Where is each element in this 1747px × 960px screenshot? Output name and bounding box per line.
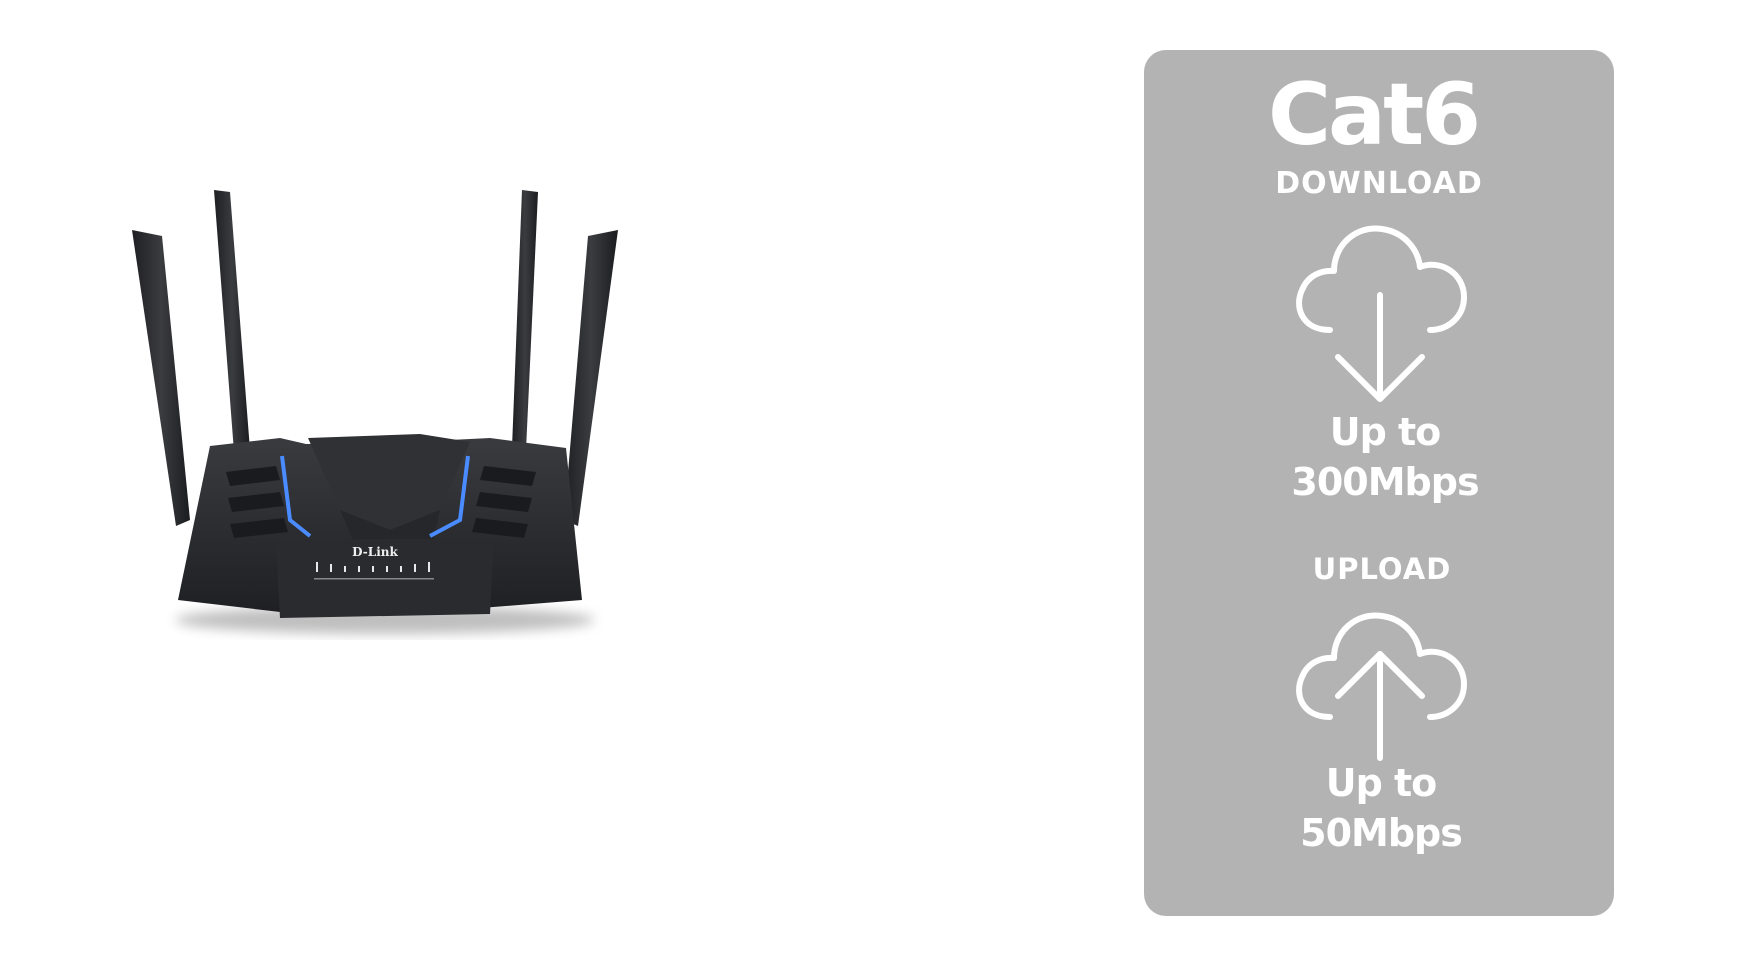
led-strip-right — [429, 455, 470, 538]
network-category-title: Cat6 — [1267, 65, 1481, 165]
led-strip-left — [280, 455, 312, 538]
download-label: DOWNLOAD — [1275, 166, 1483, 201]
antenna-right-inner — [512, 190, 538, 450]
upload-speed: Up to 50Mbps — [1144, 758, 1614, 858]
info-panel: Cat6 DOWNLOAD Up to 300Mbps UPLOAD Up to… — [1144, 50, 1614, 916]
antenna-left-inner — [214, 190, 250, 452]
cloud-upload-icon — [1296, 612, 1467, 761]
upload-speed-line2: 50Mbps — [1300, 811, 1463, 855]
download-speed-line1: Up to — [1329, 410, 1442, 454]
antenna-left-outer — [132, 230, 190, 526]
download-speed: Up to 300Mbps — [1144, 407, 1614, 507]
upload-speed-line1: Up to — [1325, 761, 1438, 805]
upload-label: UPLOAD — [1312, 552, 1452, 586]
router-image: D-Link — [130, 180, 650, 650]
download-speed-line2: 300Mbps — [1291, 460, 1479, 504]
cloud-download-icon — [1296, 225, 1467, 402]
brand-logo: D-Link — [352, 545, 398, 559]
router-body — [178, 434, 582, 618]
status-leds — [314, 562, 434, 580]
antenna-right-outer — [564, 230, 618, 526]
